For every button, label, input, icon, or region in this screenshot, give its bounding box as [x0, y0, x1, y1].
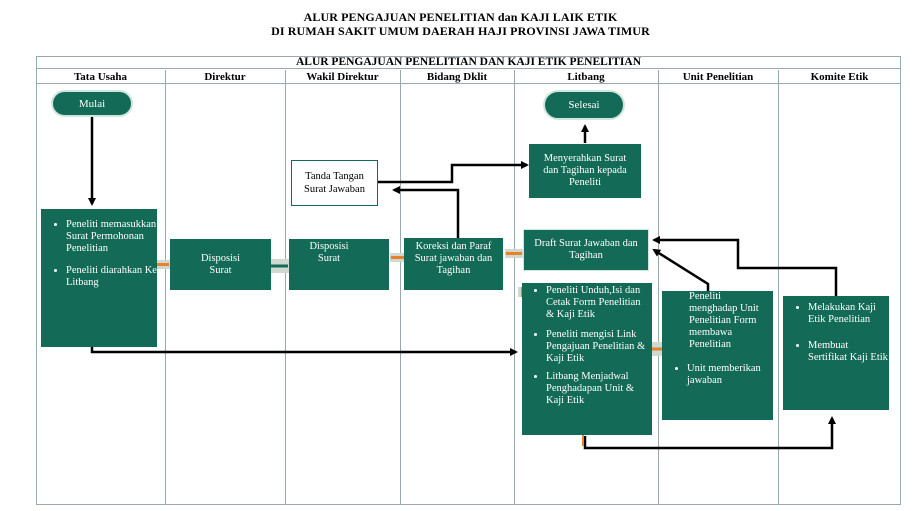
direktur-disposisi-label: Disposisi Surat	[200, 252, 241, 276]
arrow-bidang-to-tanda-tangan	[392, 186, 460, 238]
tata-usaha-box: Peneliti memasukkan Surat Permohonan Pen…	[41, 209, 157, 347]
lane-divider	[285, 70, 286, 505]
tanda-tangan-label: Tanda Tangan Surat Jawaban	[304, 171, 365, 195]
draft-box: Draft Surat Jawaban dan Tagihan	[523, 229, 649, 271]
tanda-tangan-box: Tanda Tangan Surat Jawaban	[291, 160, 378, 206]
lane-header-komite-etik: Komite Etik	[778, 70, 901, 84]
menyerahkan-box: Menyerahkan Surat dan Tagihan kepada Pen…	[529, 144, 641, 198]
page-title-line1: ALUR PENGAJUAN PENELITIAN dan KAJI LAIK …	[303, 10, 618, 24]
unit-item: Unit memberikan jawaban	[687, 363, 773, 387]
litbang-item: Litbang Menjadwal Penghadapan Unit & Kaj…	[546, 371, 648, 407]
arrow-unit-to-draft	[652, 248, 710, 291]
arrow-tanda-tangan-to-menyerahkan	[376, 161, 529, 184]
arrow-komite-to-draft	[652, 236, 838, 296]
swimlane-frame	[36, 56, 901, 505]
lane-header-bidang-dklit: Bidang Dklit	[400, 70, 514, 84]
end-node: Selesai	[543, 90, 625, 120]
start-node: Mulai	[51, 90, 133, 117]
arrow-litbang-to-komite	[583, 416, 836, 450]
lane-header-unit-penelitian: Unit Penelitian	[658, 70, 778, 84]
arrow-tata-usaha-to-litbang	[90, 347, 518, 356]
litbang-item: Peneliti mengisi Link Pengajuan Peneliti…	[546, 329, 648, 365]
litbang-list-box: Peneliti Unduh,Isi dan Cetak Form Peneli…	[522, 283, 652, 435]
lane-header-wakil-direktur: Wakil Direktur	[285, 70, 400, 84]
komite-item: Melakukan Kaji Etik Penelitian	[808, 302, 889, 326]
page-title-line2: DI RUMAH SAKIT UMUM DAERAH HAJI PROVINSI…	[271, 24, 650, 38]
unit-penelitian-box: Peneliti menghadap Unit Penelitian Form …	[662, 291, 773, 420]
diagram-title: ALUR PENGAJUAN PENELITIAN DAN KAJI ETIK …	[36, 56, 901, 69]
bidang-koreksi-label: Koreksi dan Paraf Surat jawaban dan Tagi…	[414, 241, 493, 276]
lane-header-litbang: Litbang	[514, 70, 658, 84]
tata-usaha-item: Peneliti memasukkan Surat Permohonan Pen…	[66, 219, 157, 255]
bidang-koreksi-box: Koreksi dan Paraf Surat jawaban dan Tagi…	[404, 238, 503, 290]
litbang-item: Peneliti Unduh,Isi dan Cetak Form Peneli…	[546, 285, 648, 321]
draft-label: Draft Surat Jawaban dan Tagihan	[534, 238, 638, 261]
lane-divider	[165, 70, 166, 505]
lane-header-direktur: Direktur	[165, 70, 285, 84]
lane-divider	[778, 70, 779, 505]
unit-item: Peneliti menghadap Unit Penelitian Form …	[689, 291, 759, 350]
lane-divider	[400, 70, 401, 505]
direktur-disposisi-box: Disposisi Surat	[170, 239, 271, 290]
wakil-direktur-disposisi-label: Disposisi Surat	[309, 241, 349, 264]
lane-divider	[514, 70, 515, 505]
lane-header-tata-usaha: Tata Usaha	[36, 70, 165, 84]
komite-item: Membuat Sertifikat Kaji Etik	[808, 340, 889, 364]
komite-etik-box: Melakukan Kaji Etik Penelitian Membuat S…	[783, 296, 889, 410]
wakil-direktur-disposisi-box: Disposisi Surat	[289, 239, 389, 290]
menyerahkan-label: Menyerahkan Surat dan Tagihan kepada Pen…	[543, 153, 627, 188]
lane-divider	[658, 70, 659, 505]
tata-usaha-item: Peneliti diarahkan Ke Litbang	[66, 265, 157, 289]
